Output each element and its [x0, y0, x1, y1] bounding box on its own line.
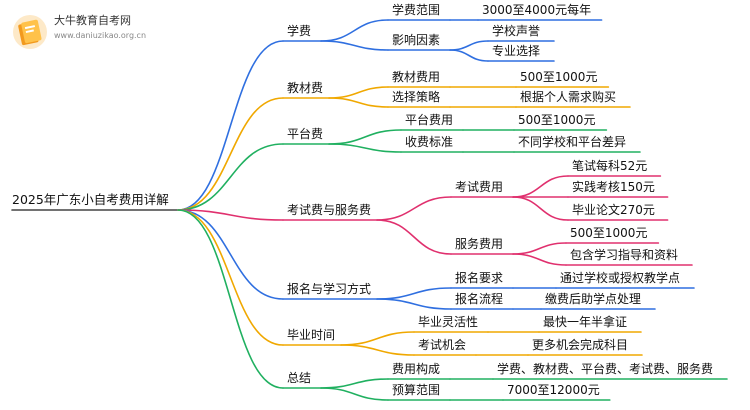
subtopic-connector: [376, 219, 452, 255]
leaf-node: 笔试每科52元: [572, 159, 648, 173]
subtopic-connector: [328, 86, 389, 99]
leaf-node: 学校声誉: [492, 24, 541, 38]
leaf-node: 通过学校或授权教学点: [560, 271, 681, 285]
subtopic-connector: [376, 196, 452, 221]
leaf-node: 不同学校和平台差异: [518, 135, 627, 149]
leaf-connector: [512, 196, 569, 221]
leaf-node: 最快一年半拿证: [543, 315, 628, 329]
subtopic: 收费标准: [405, 135, 454, 149]
subtopic: 服务费用: [455, 237, 504, 251]
subtopic: 教材费用: [392, 70, 441, 84]
branch-topic: 学费: [287, 24, 312, 38]
subtopic: 考试费用: [455, 180, 504, 194]
leaf-node: 500至1000元: [520, 70, 598, 84]
subtopic-connector: [320, 387, 389, 401]
leaf-node: 实践考核150元: [572, 180, 655, 194]
branch-topic: 平台费: [287, 127, 324, 141]
leaf-connector: [512, 175, 569, 198]
branch-connector: [177, 209, 284, 300]
subtopic-connector: [320, 378, 389, 389]
subtopic: 报名流程: [455, 292, 504, 306]
subtopic: 影响因素: [392, 33, 441, 47]
branch-connector: [177, 209, 284, 389]
brand: 大牛教育自考网 www.daniuzikao.org.cn: [54, 14, 146, 42]
subtopic-connector: [376, 287, 452, 300]
subtopic-connector: [328, 143, 402, 153]
leaf-node: 3000至4000元每年: [482, 3, 592, 17]
subtopic-connector: [320, 40, 389, 51]
subtopic: 选择策略: [392, 90, 441, 104]
subtopic-connector: [320, 19, 389, 42]
subtopic: 学费范围: [392, 3, 441, 17]
brand-url: www.daniuzikao.org.cn: [54, 31, 147, 40]
branch-connector: [177, 209, 284, 221]
leaf-node: 包含学习指导和资料: [570, 248, 679, 262]
leaf-node: 缴费后助学点处理: [545, 292, 642, 306]
subtopic: 费用构成: [392, 362, 441, 376]
subtopic-connector: [340, 331, 415, 346]
subtopic-connector: [376, 298, 452, 310]
leaf-node: 学费、教材费、平台费、考试费、服务费: [497, 362, 714, 376]
branch-topic: 考试费与服务费: [287, 203, 372, 217]
subtopic: 平台费用: [405, 113, 454, 127]
branch-topic: 教材费: [287, 81, 324, 95]
subtopic: 预算范围: [392, 383, 441, 397]
subtopic: 报名要求: [455, 271, 504, 285]
book-logo-icon: [13, 15, 47, 49]
branch-topic: 报名与学习方式: [287, 282, 372, 296]
branch-connector: [177, 97, 284, 211]
leaf-connector: [512, 253, 567, 266]
subtopic: 毕业灵活性: [418, 315, 479, 329]
leaf-node: 7000至12000元: [507, 383, 600, 397]
root-topic: 2025年广东小自考费用详解: [12, 192, 169, 207]
subtopic-connector: [340, 344, 415, 356]
leaf-node: 毕业论文270元: [572, 203, 655, 217]
leaf-node: 500至1000元: [518, 113, 596, 127]
leaf-node: 500至1000元: [570, 226, 648, 240]
subtopic: 考试机会: [418, 338, 467, 352]
branch-topic: 总结: [287, 371, 312, 385]
leaf-connector: [449, 49, 489, 62]
leaf-connector: [512, 242, 567, 255]
branch-connector: [177, 143, 284, 211]
brand-name: 大牛教育自考网: [54, 14, 131, 27]
branch-topic: 毕业时间: [287, 328, 336, 342]
branch-connector: [177, 209, 284, 346]
leaf-node: 根据个人需求购买: [520, 90, 617, 104]
branch-connector: [177, 40, 284, 211]
leaf-node: 专业选择: [492, 44, 541, 58]
subtopic-connector: [328, 129, 402, 145]
subtopic-connector: [328, 97, 389, 108]
leaf-connector: [449, 40, 489, 51]
leaf-node: 更多机会完成科目: [532, 338, 629, 352]
